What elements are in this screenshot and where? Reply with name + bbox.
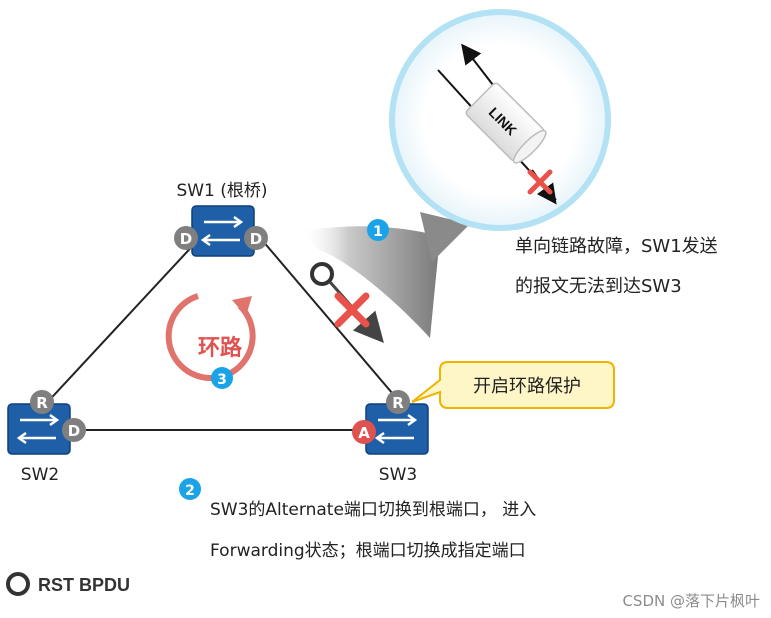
link-sw1-sw2 [41, 239, 199, 409]
callout-text: 开启环路保护 [473, 376, 581, 397]
switch-label: SW2 [21, 465, 59, 485]
svg-text:D: D [250, 230, 262, 248]
port-a [352, 420, 376, 444]
loop-label: 环路 [198, 335, 243, 361]
loop-arrow-icon [232, 296, 252, 316]
legend: RST BPDU [6, 572, 130, 596]
zoom-view: LINK [389, 9, 611, 231]
step-1-line-2: 的报文无法到达SW3 [515, 276, 682, 297]
port-r [386, 390, 410, 414]
svg-text:A: A [358, 424, 370, 442]
svg-text:D: D [180, 230, 192, 248]
switch-arrows-icon [16, 413, 60, 445]
watermark: CSDN @落下片枫叶 [622, 592, 760, 610]
switch-label: SW1 (根桥) [176, 181, 267, 201]
bpdu-marker-icon [310, 262, 334, 286]
step-badge-2: 2 [179, 478, 201, 500]
switch-arrows-icon [200, 215, 244, 247]
step-2-line-2: Forwarding状态；根端口切换成指定端口 [210, 541, 526, 561]
loop-protection-callout: 开启环路保护 [411, 361, 615, 409]
zoom-beam-arrowhead [420, 212, 470, 262]
port-d [244, 226, 268, 250]
step-1-line-1: 单向链路故障，SW1发送 [515, 236, 718, 257]
zoom-beam [300, 226, 440, 338]
zoom-fault-x-icon [527, 169, 553, 195]
switch-sw1[interactable]: D D SW1 (根桥) [174, 181, 268, 257]
svg-text:2: 2 [185, 483, 195, 499]
bpdu-legend-icon [6, 572, 30, 596]
legend-label: RST BPDU [38, 575, 130, 595]
switch-arrows-icon [374, 413, 418, 445]
switch-sw3[interactable]: R A SW3 [352, 390, 429, 485]
loop-indicator: 环路 [165, 293, 256, 382]
switch-sw2[interactable]: R D SW2 [7, 390, 86, 485]
port-d [62, 418, 86, 442]
fault-x-icon [334, 292, 370, 328]
step-badge-3: 3 [211, 367, 233, 389]
switch-label: SW3 [379, 465, 417, 485]
svg-text:3: 3 [217, 372, 227, 388]
svg-text:R: R [392, 394, 404, 412]
port-r [30, 390, 54, 414]
failed-bpdu [310, 262, 384, 343]
svg-text:D: D [68, 422, 80, 440]
link-sw1-sw3 [261, 239, 399, 401]
step-badge-1: 1 [367, 219, 389, 241]
svg-text:1: 1 [373, 224, 383, 240]
step-2-line-1: SW3的Alternate端口切换到根端口， 进入 [210, 500, 536, 520]
svg-text:R: R [36, 394, 48, 412]
port-d [174, 226, 198, 250]
